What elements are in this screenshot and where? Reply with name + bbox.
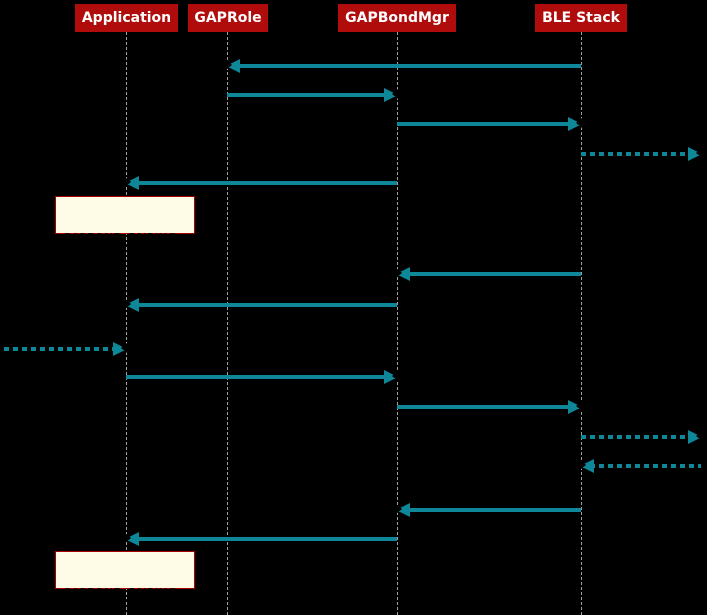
arrowhead-notch <box>121 343 127 353</box>
note-line-2: STATE_STARTED <box>62 276 159 290</box>
message-shaft <box>126 375 397 379</box>
message-8-external-to-application <box>4 342 127 356</box>
message-13-blestack-to-gapbondmgr <box>396 503 581 517</box>
message-9-application-to-gapbondmgr <box>126 370 398 384</box>
arrowhead-notch <box>396 504 402 514</box>
note-pairing-complete: GAPBOND_PAIRING_ STATE_COMPLETE <box>55 551 195 600</box>
arrowhead-notch <box>696 431 702 441</box>
participant-blestack[interactable]: BLE Stack <box>535 4 627 32</box>
arrowhead-notch <box>392 89 398 99</box>
message-shaft <box>397 272 581 276</box>
arrowhead-notch <box>696 148 702 158</box>
message-5-gapbondmgr-to-application <box>125 176 397 190</box>
message-shaft-dotted <box>581 464 701 468</box>
message-10-gapbondmgr-to-blestack <box>397 400 582 414</box>
arrowhead-notch <box>226 60 232 70</box>
arrowhead-notch <box>396 268 402 278</box>
message-shaft <box>126 181 397 185</box>
message-shaft-dotted <box>581 435 701 439</box>
lifeline-application <box>126 32 127 615</box>
message-shaft <box>126 537 397 541</box>
message-shaft-dotted <box>4 347 126 351</box>
lifeline-blestack <box>581 32 582 615</box>
message-12-external-to-blestack <box>580 459 701 473</box>
arrowhead-notch <box>125 533 131 543</box>
participant-label-blestack: BLE Stack <box>542 10 620 26</box>
participant-label-gapbondmgr: GAPBondMgr <box>345 10 449 26</box>
participant-gaprole[interactable]: GAPRole <box>188 4 268 32</box>
arrowhead-notch <box>576 118 582 128</box>
participant-application[interactable]: Application <box>75 4 178 32</box>
message-shaft <box>227 93 397 97</box>
message-7-gapbondmgr-to-application <box>125 298 397 312</box>
note-line-1: GAPBOND_PAIRING_ <box>62 586 183 600</box>
participant-gapbondmgr[interactable]: GAPBondMgr <box>338 4 456 32</box>
message-shaft <box>126 303 397 307</box>
message-shaft <box>397 122 581 126</box>
message-11-blestack-to-external <box>581 430 702 444</box>
message-6-blestack-to-gapbondmgr <box>396 267 581 281</box>
lifeline-gaprole <box>227 32 228 615</box>
arrowhead-notch <box>392 371 398 381</box>
message-14-gapbondmgr-to-application <box>125 532 397 546</box>
note-line-1: GAPBOND_PAIRING_ <box>62 231 183 245</box>
arrowhead-notch <box>125 299 131 309</box>
message-4-blestack-to-external <box>581 147 702 161</box>
message-3-gapbondmgr-to-blestack <box>397 117 582 131</box>
message-2-gaprole-to-gapbondmgr <box>227 88 398 102</box>
lifeline-gapbondmgr <box>397 32 398 615</box>
note-pairing-started: GAPBOND_PAIRING_ STATE_STARTED <box>55 196 195 290</box>
arrowhead-notch <box>576 401 582 411</box>
message-1-blestack-to-gaprole <box>226 59 581 73</box>
message-shaft <box>227 64 581 68</box>
participant-label-application: Application <box>81 10 172 26</box>
participant-label-gaprole: GAPRole <box>194 10 262 26</box>
message-shaft <box>397 508 581 512</box>
message-shaft <box>397 405 581 409</box>
message-shaft-dotted <box>581 152 701 156</box>
arrowhead-notch <box>125 177 131 187</box>
arrowhead-notch <box>580 460 586 470</box>
